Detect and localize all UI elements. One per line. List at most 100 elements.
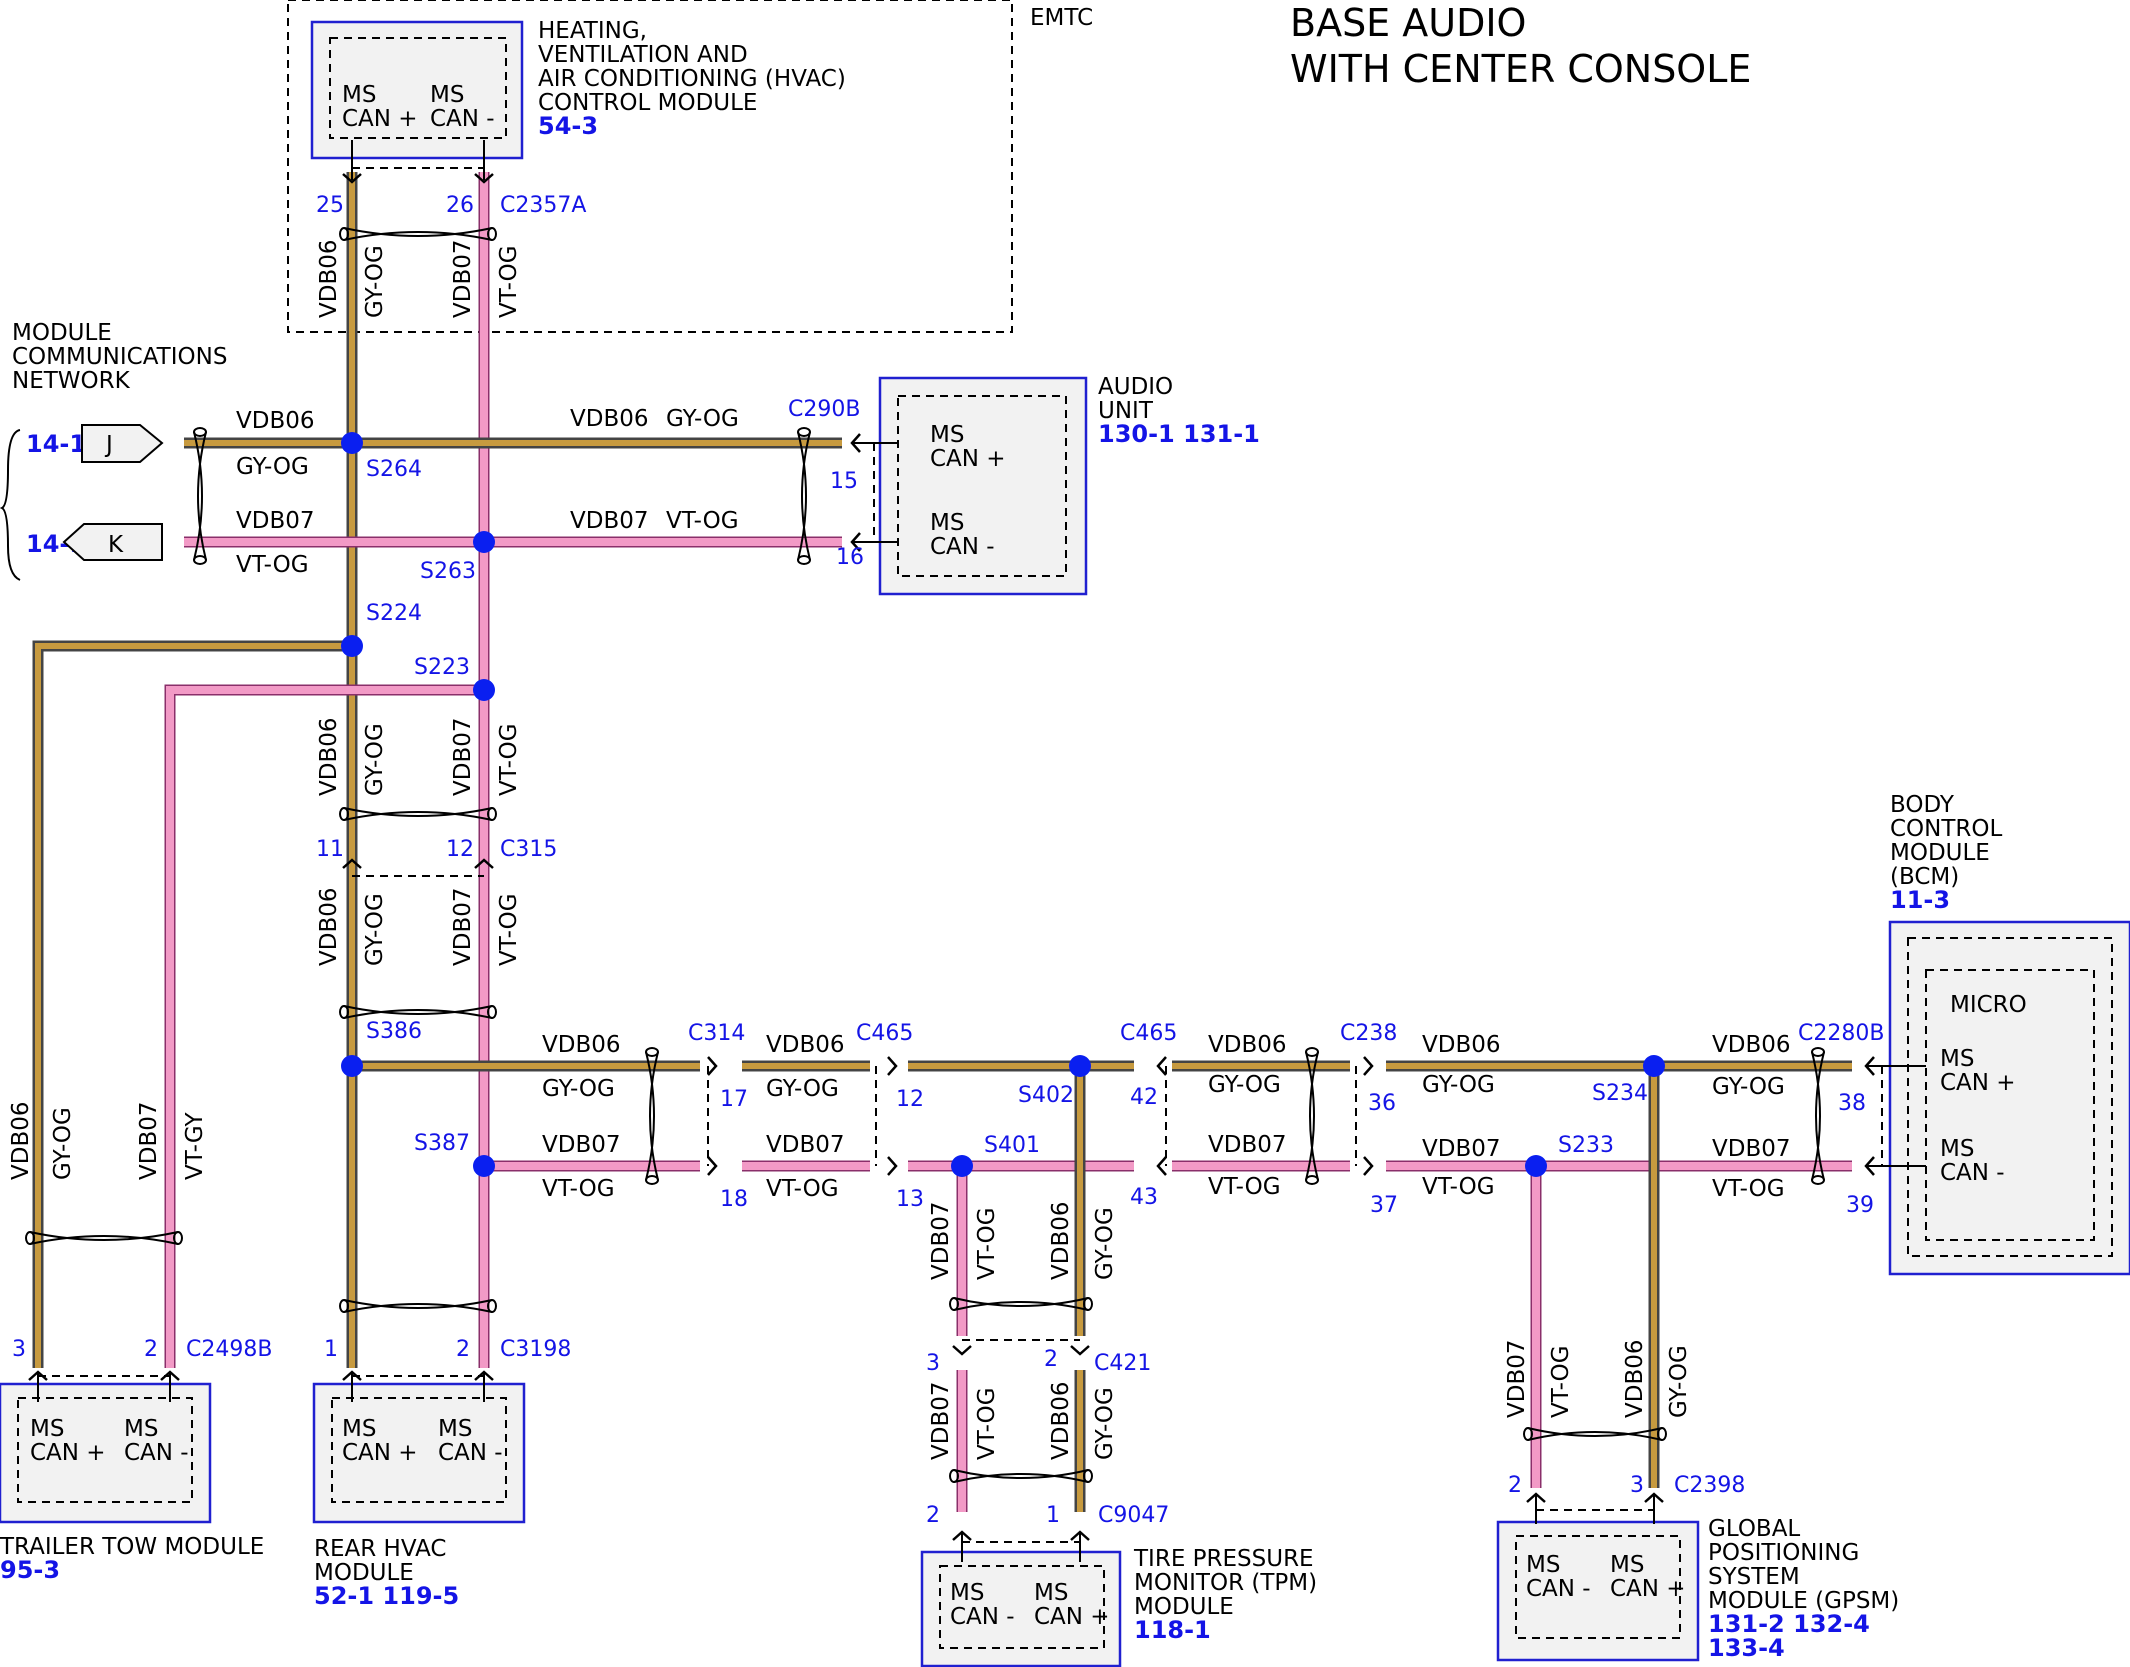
tpm-pin2-label-a: MS xyxy=(1034,1580,1068,1606)
twisted-pair-end xyxy=(193,427,207,437)
connector-c421: C421 xyxy=(1094,1351,1151,1376)
splice-s386 xyxy=(341,1055,363,1077)
twisted-pair-end xyxy=(487,227,497,241)
rear-hvac-pin2-label-b: CAN - xyxy=(438,1440,503,1466)
twisted-pair-marker xyxy=(343,1009,493,1019)
splice-s233 xyxy=(1525,1155,1547,1177)
rear-hvac-pin1-label-b: CAN + xyxy=(342,1440,418,1466)
splice-label-s233: S233 xyxy=(1558,1133,1614,1158)
tpm-pin1-label-b: CAN - xyxy=(950,1604,1015,1630)
wire-label-vdb06: VDB06 xyxy=(236,408,315,434)
splice-s223 xyxy=(473,679,495,701)
twisted-pair-end xyxy=(1083,1297,1093,1311)
mcn-ref-j: 14-1 xyxy=(26,430,86,458)
connector-arrow xyxy=(1363,1156,1374,1176)
wire-label-vt-gy: VT-GY xyxy=(182,1112,208,1180)
pin-12: 12 xyxy=(446,837,474,862)
pin-37: 37 xyxy=(1370,1193,1398,1218)
gpsm-title-1: GLOBAL xyxy=(1708,1516,1800,1542)
splice-labels: S264 S263 S224 S223 S386 S387 S401 S402 … xyxy=(366,457,1648,1158)
audio-unit: MS CAN + MS CAN - AUDIO UNIT 130-1 131-1 xyxy=(878,374,1260,596)
splice-points xyxy=(341,432,1665,1177)
wire-label-vt-og: VT-OG xyxy=(1712,1176,1785,1202)
twisted-pair-marker xyxy=(1811,1051,1821,1181)
trailer-pin1-label-a: MS xyxy=(30,1416,64,1442)
twisted-pair-marker xyxy=(197,431,207,561)
pin-3: 3 xyxy=(1630,1473,1644,1498)
tpm-module: MS CAN - MS CAN + TIRE PRESSURE MONITOR … xyxy=(920,1546,1317,1667)
wire-label-vdb07: VDB07 xyxy=(1712,1136,1791,1162)
connector-c2498b: C2498B xyxy=(186,1337,272,1362)
twisted-pair-marker xyxy=(649,1051,659,1181)
connector-arrow xyxy=(887,1056,898,1076)
bcm-title-3: MODULE xyxy=(1890,840,1990,866)
twisted-pair-marker xyxy=(29,1235,179,1245)
splice-label-s224: S224 xyxy=(366,601,422,626)
trailer-pin1-label-b: CAN + xyxy=(30,1440,106,1466)
wire-label-vdb07: VDB07 xyxy=(450,718,476,797)
connector-labels: C2357A C290B C315 C314 C465 C465 C238 C2… xyxy=(186,193,1884,1528)
twisted-pair-marker xyxy=(343,807,493,817)
pin-13: 13 xyxy=(896,1187,924,1212)
title-line-1: BASE AUDIO xyxy=(1290,1,1526,45)
bcm-pin2-label-b: CAN - xyxy=(1940,1160,2005,1186)
gpsm-pin2-label-b: CAN + xyxy=(1610,1576,1686,1602)
rear-hvac-pin2-label-a: MS xyxy=(438,1416,472,1442)
gpsm-ref-2: 133-4 xyxy=(1708,1634,1785,1662)
diagram-title: BASE AUDIO WITH CENTER CONSOLE xyxy=(1290,1,1751,91)
splice-s234 xyxy=(1643,1055,1665,1077)
twisted-pair-marker xyxy=(343,231,493,241)
audio-pin2-label-a: MS xyxy=(930,510,964,536)
module-communications-network: MODULE COMMUNICATIONS NETWORK 14-1 14-1 … xyxy=(0,320,227,581)
bcm-pin1-label-a: MS xyxy=(1940,1046,1974,1072)
bcm-title-1: BODY xyxy=(1890,792,1955,818)
splice-label-s264: S264 xyxy=(366,457,422,482)
connector-arrow xyxy=(707,1056,718,1076)
twisted-pair-end xyxy=(1811,1175,1825,1185)
twisted-pair-end xyxy=(25,1231,35,1245)
wire-label-vdb06: VDB06 xyxy=(1048,1382,1074,1461)
pin-42: 42 xyxy=(1130,1085,1158,1110)
wire-label-vdb07: VDB07 xyxy=(236,508,315,534)
splice-s224 xyxy=(341,635,363,657)
connector-c315: C315 xyxy=(500,837,557,862)
twisted-pair-end xyxy=(949,1469,959,1483)
twisted-pair-end xyxy=(339,1299,349,1313)
trailer-ref: 95-3 xyxy=(0,1556,60,1584)
pin-36: 36 xyxy=(1368,1091,1396,1116)
twisted-pair-marker xyxy=(1305,1051,1315,1181)
wire-label-vdb06: VDB06 xyxy=(1622,1340,1648,1419)
splice-label-s263: S263 xyxy=(420,559,476,584)
audio-title-1: AUDIO xyxy=(1098,374,1173,400)
mcn-title-2: COMMUNICATIONS xyxy=(12,344,227,370)
wire-label-gy-og: GY-OG xyxy=(362,245,388,318)
wire-label-vdb07: VDB07 xyxy=(766,1132,845,1158)
pin-18: 18 xyxy=(720,1187,748,1212)
splice-s264 xyxy=(341,432,363,454)
bcm-pin1-label-b: CAN + xyxy=(1940,1070,2016,1096)
connector-c465: C465 xyxy=(1120,1021,1177,1046)
twisted-pair-marker xyxy=(29,1231,179,1241)
wire-label-gy-og: GY-OG xyxy=(1422,1072,1495,1098)
wire-label-vdb07: VDB07 xyxy=(928,1202,954,1281)
wire-label-vdb07: VDB07 xyxy=(450,888,476,967)
connector-arrow xyxy=(474,858,494,869)
connector-arrow xyxy=(887,1156,898,1176)
wire-label-vt-og: VT-OG xyxy=(974,1387,1000,1460)
gpsm-ref-1: 131-2 132-4 xyxy=(1708,1610,1870,1638)
wire-label-vt-og: VT-OG xyxy=(1422,1174,1495,1200)
connector-arrow xyxy=(1864,1056,1875,1076)
connector-c3198: C3198 xyxy=(500,1337,571,1362)
wire-label-gy-og: GY-OG xyxy=(766,1076,839,1102)
tpm-ref: 118-1 xyxy=(1134,1616,1211,1644)
twisted-pair-end xyxy=(1083,1469,1093,1483)
wire-label-vdb06: VDB06 xyxy=(766,1032,845,1058)
splice-s402 xyxy=(1069,1055,1091,1077)
connector-j-label: J xyxy=(104,432,113,458)
twisted-pair-marker xyxy=(797,431,807,561)
twisted-pair-end xyxy=(487,807,497,821)
wire-vdb06-gy-og xyxy=(32,640,352,1368)
connector-arrow xyxy=(850,532,861,552)
wire-label-vdb07: VDB07 xyxy=(928,1382,954,1461)
twisted-pair-end xyxy=(339,227,349,241)
